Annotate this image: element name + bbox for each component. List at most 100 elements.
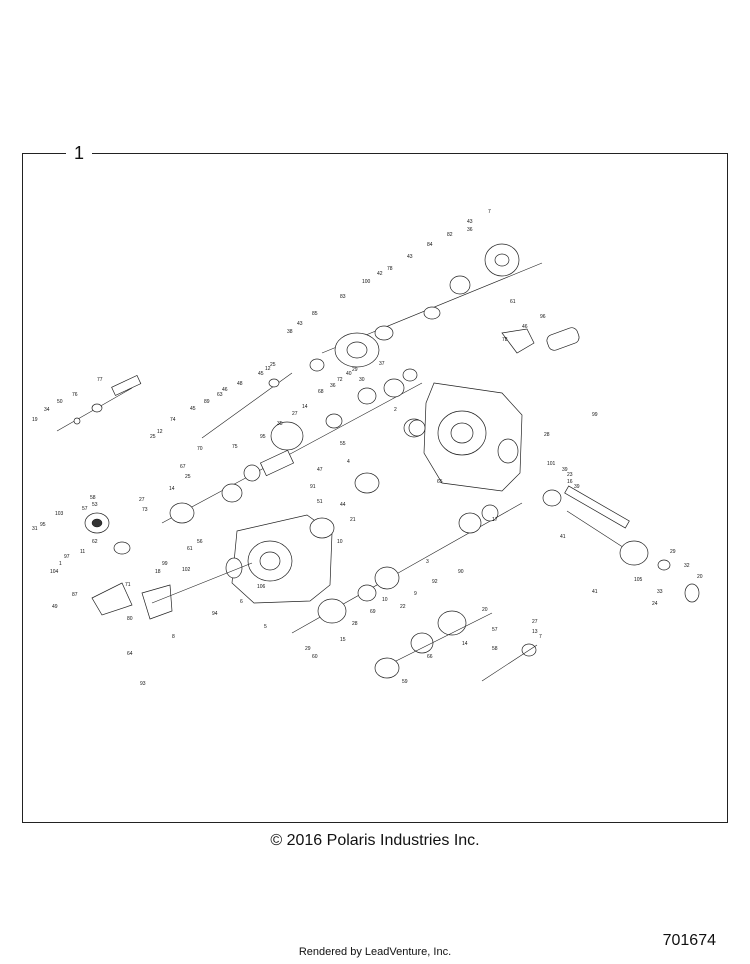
callout: 62 <box>92 539 98 545</box>
callout: 95 <box>40 522 46 528</box>
callout: 77 <box>97 377 103 383</box>
rendered-by-credit: Rendered by LeadVenture, Inc. <box>298 946 452 958</box>
callout: 67 <box>180 464 186 470</box>
callout: 37 <box>379 361 385 367</box>
callout: 4 <box>347 459 350 465</box>
callout: 84 <box>427 242 433 248</box>
callout: 43 <box>467 219 473 225</box>
callout: 2 <box>394 407 397 413</box>
callout: 14 <box>302 404 308 410</box>
callout: 39 <box>562 467 568 473</box>
callout: 95 <box>260 434 266 440</box>
callout: 104 <box>50 569 59 575</box>
callout: 56 <box>197 539 203 545</box>
callout: 71 <box>125 582 131 588</box>
callout: 60 <box>312 654 318 660</box>
callout: 39 <box>574 484 580 490</box>
callout: 15 <box>340 637 346 643</box>
callout: 55 <box>340 441 346 447</box>
callout: 72 <box>337 377 343 383</box>
callout: 45 <box>258 371 264 377</box>
callout: 1 <box>59 561 62 567</box>
callout: 23 <box>567 472 573 478</box>
callout: 100 <box>362 279 371 285</box>
callout: 103 <box>55 511 64 517</box>
output-shaft <box>542 485 700 603</box>
callout: 38 <box>287 329 293 335</box>
callout: 29 <box>352 367 358 373</box>
callout: 11 <box>80 549 85 555</box>
callout: 99 <box>162 561 168 567</box>
callout: 14 <box>462 641 468 647</box>
callout: 83 <box>340 294 346 300</box>
callout: 51 <box>317 499 323 505</box>
right-housing <box>408 327 580 492</box>
callout: 50 <box>57 399 63 405</box>
callout: 99 <box>592 412 598 418</box>
exploded-transmission-diagram: 7 43 82 84 43 78 42 100 83 61 85 43 38 9… <box>32 209 703 687</box>
callout: 13 <box>532 629 538 635</box>
callout: 25 <box>185 474 191 480</box>
upper-shaft-assembly <box>309 243 543 372</box>
callout: 101 <box>547 461 556 467</box>
callout: 28 <box>352 621 358 627</box>
shift-lever-parts <box>56 372 293 439</box>
callout: 59 <box>402 679 408 685</box>
callout: 58 <box>492 646 498 652</box>
callout: 69 <box>370 609 376 615</box>
callout: 47 <box>317 467 323 473</box>
frame-label: 1 <box>66 142 93 164</box>
callout: 41 <box>560 534 566 540</box>
diagram-id: 701674 <box>662 932 716 949</box>
callout: 14 <box>169 486 175 492</box>
callout: 25 <box>270 362 276 368</box>
callout: 76 <box>72 392 78 398</box>
callout: 34 <box>44 407 50 413</box>
callout: 58 <box>90 495 96 501</box>
callout: 31 <box>32 526 38 532</box>
callout: 29 <box>305 646 311 652</box>
copyright-notice: © 2016 Polaris Industries Inc. <box>270 832 480 849</box>
callout: 6 <box>240 599 243 605</box>
callout: 65 <box>437 479 443 485</box>
callout: 43 <box>297 321 303 327</box>
callout: 36 <box>330 383 336 389</box>
callout: 102 <box>182 567 191 573</box>
callout: 96 <box>540 314 546 320</box>
callout: 78 <box>502 337 508 343</box>
callout: 46 <box>222 387 228 393</box>
callout: 28 <box>544 432 550 438</box>
callout: 25 <box>150 434 156 440</box>
callout: 29 <box>670 549 676 555</box>
callout: 18 <box>155 569 161 575</box>
callout: 57 <box>82 506 88 512</box>
callout: 42 <box>377 271 383 277</box>
callout: 8 <box>172 634 175 640</box>
callout: 80 <box>127 616 133 622</box>
callout: 12 <box>265 366 271 372</box>
callout: 90 <box>458 569 464 575</box>
callout: 45 <box>190 406 196 412</box>
callout: 16 <box>567 479 573 485</box>
callout: 64 <box>127 651 133 657</box>
callout: 7 <box>539 634 542 640</box>
callout: 33 <box>657 589 663 595</box>
callout: 92 <box>432 579 438 585</box>
lower-gear-stacks <box>291 502 538 682</box>
callout: 24 <box>652 601 658 607</box>
callout: 3 <box>426 559 429 565</box>
callout: 48 <box>237 381 243 387</box>
callout: 20 <box>697 574 703 580</box>
callout: 87 <box>72 592 78 598</box>
callout: 85 <box>312 311 318 317</box>
callout: 66 <box>427 654 433 660</box>
callout: 41 <box>592 589 598 595</box>
callout: 27 <box>292 411 298 417</box>
callout: 70 <box>197 446 203 452</box>
callout: 97 <box>64 554 70 560</box>
callout: 105 <box>634 577 643 583</box>
callout: 20 <box>482 607 488 613</box>
callout: 40 <box>346 371 352 377</box>
callout-labels: 7 43 82 84 43 78 42 100 83 61 85 43 38 9… <box>32 209 703 687</box>
callout: 9 <box>414 591 417 597</box>
